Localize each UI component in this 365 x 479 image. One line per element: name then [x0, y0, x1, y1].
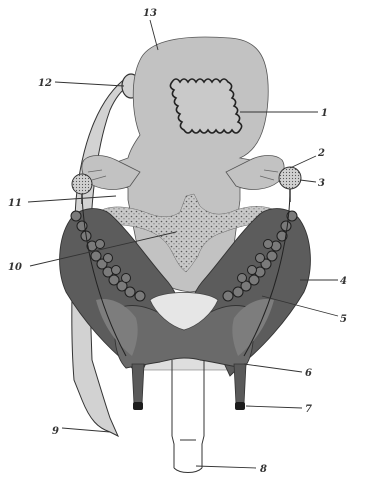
left-leg-tip: [133, 402, 143, 410]
right-leg-tip: [235, 402, 245, 410]
label-12: 12: [38, 78, 52, 89]
right-round-body-3: [279, 167, 301, 189]
right-leg: [234, 364, 246, 404]
label-2: 2: [317, 148, 325, 159]
label-3: 3: [318, 178, 325, 189]
label-9: 9: [52, 426, 59, 437]
label-10: 10: [8, 262, 22, 273]
label-11: 11: [8, 198, 22, 209]
left-leg: [132, 364, 144, 404]
label-7: 7: [305, 404, 312, 415]
label-5: 5: [340, 314, 347, 325]
label-4: 4: [340, 276, 347, 287]
central-tube-end: [174, 440, 202, 473]
label-1: 1: [321, 108, 328, 119]
left-round-body: [72, 174, 92, 194]
label-13: 13: [143, 8, 157, 19]
inner-lumen-1: [170, 79, 241, 133]
label-6: 6: [305, 368, 312, 379]
central-tube: [172, 360, 204, 468]
label-8: 8: [260, 464, 267, 475]
